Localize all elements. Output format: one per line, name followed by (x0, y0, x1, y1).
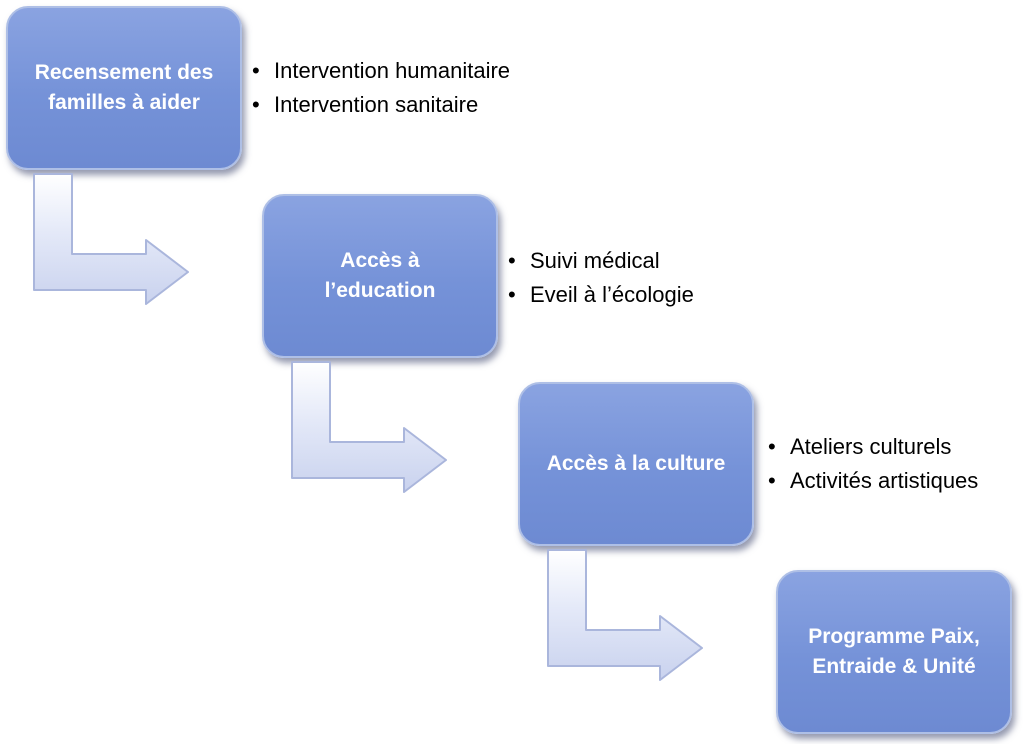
step-4-title-line-1: Programme Paix, (808, 625, 980, 648)
step-3-bullet-list: Ateliers culturels Activités artistiques (768, 430, 978, 498)
list-item: Intervention sanitaire (252, 88, 510, 122)
step-1-title-line-1: Recensement des (34, 61, 214, 84)
bent-arrow-icon (291, 361, 447, 493)
bent-arrow-icon (547, 549, 703, 681)
step-box-4: Programme Paix, Entraide & Unité (776, 570, 1012, 734)
bent-arrow-icon (33, 173, 189, 305)
list-item: Suivi médical (508, 244, 694, 278)
step-1-bullet-list: Intervention humanitaire Intervention sa… (252, 54, 510, 122)
step-2-bullet-list: Suivi médical Eveil à l’écologie (508, 244, 694, 312)
step-1-title-line-2: familles à aider (48, 91, 200, 114)
list-item: Intervention humanitaire (252, 54, 510, 88)
step-box-2: Accès à l’education (262, 194, 498, 358)
list-item: Activités artistiques (768, 464, 978, 498)
step-2-title-line-2: l’education (324, 279, 436, 302)
step-4-title-line-2: Entraide & Unité (812, 655, 976, 678)
step-2-title-line-1: Accès à (340, 249, 420, 272)
list-item: Eveil à l’écologie (508, 278, 694, 312)
step-3-title-line-1: Accès à la culture (546, 452, 726, 475)
step-box-3: Accès à la culture (518, 382, 754, 546)
list-item: Ateliers culturels (768, 430, 978, 464)
step-box-1: Recensement des familles à aider (6, 6, 242, 170)
